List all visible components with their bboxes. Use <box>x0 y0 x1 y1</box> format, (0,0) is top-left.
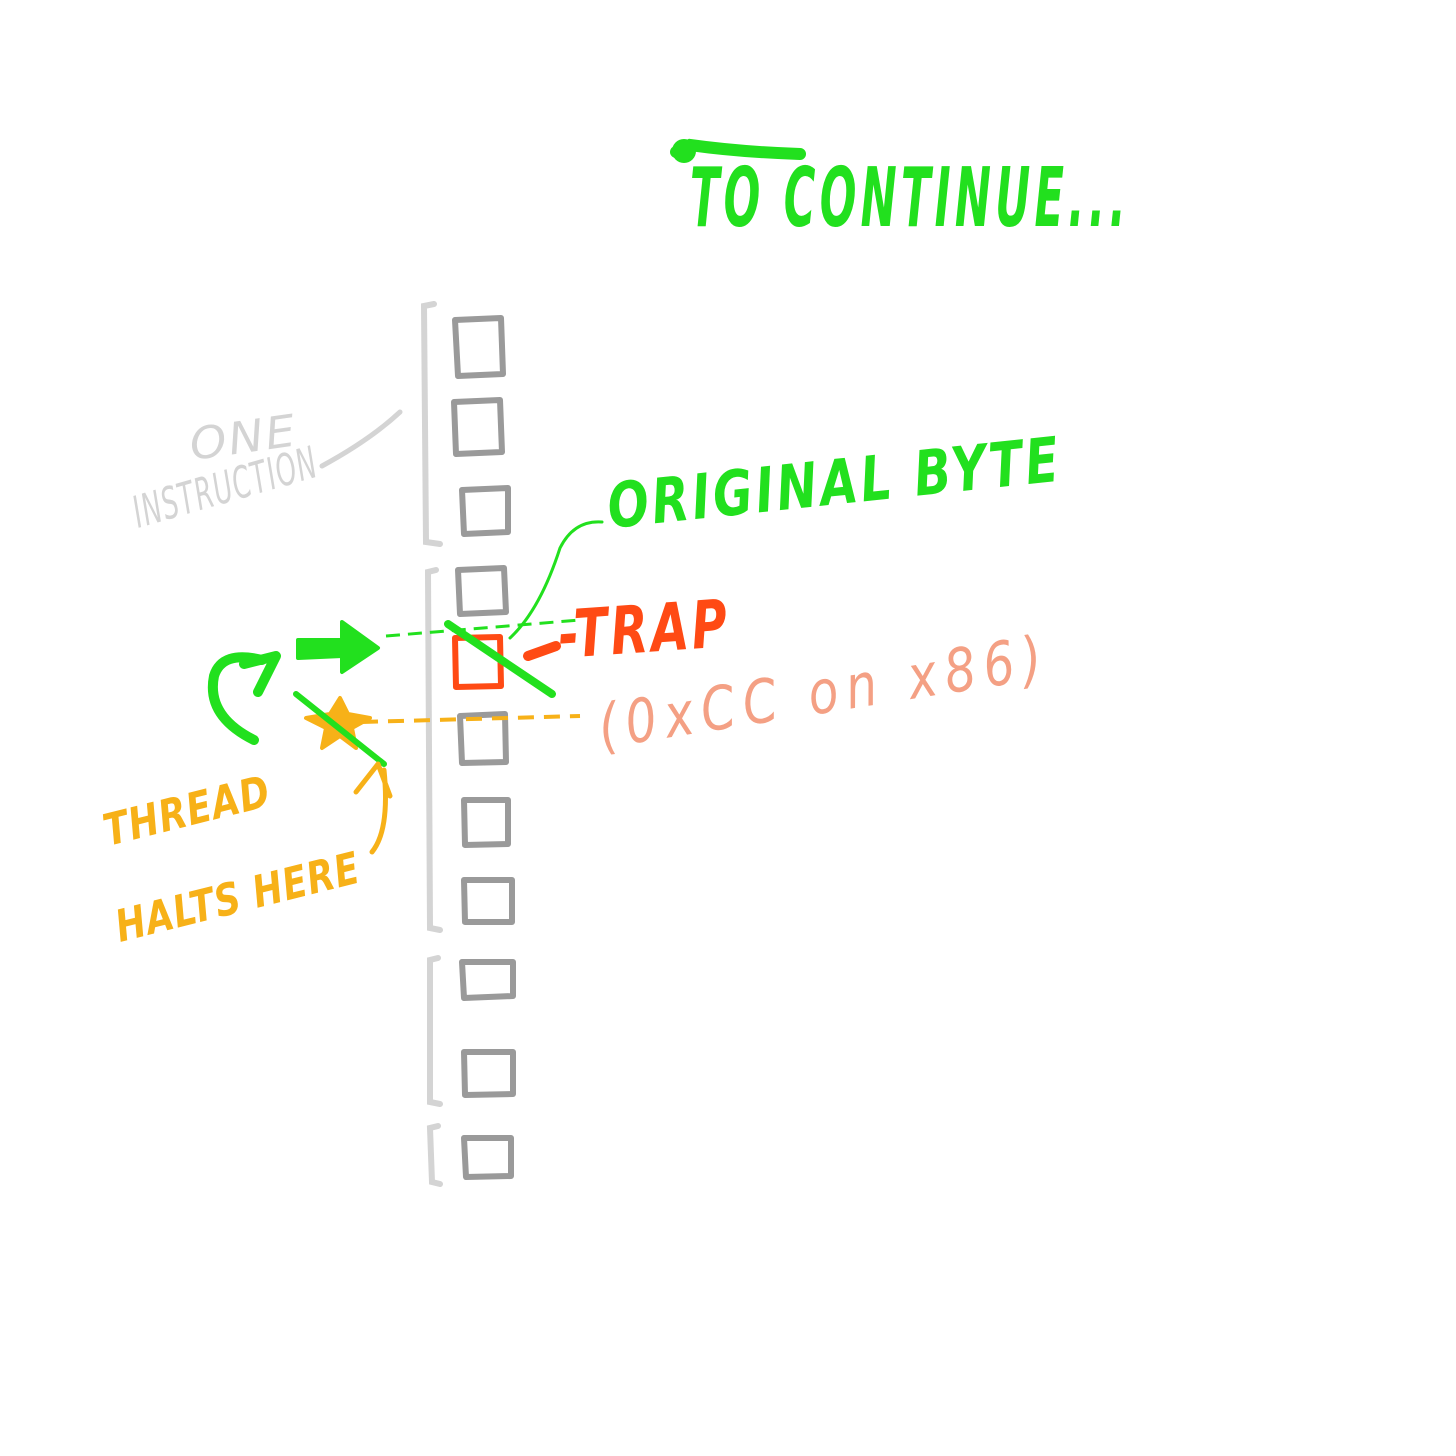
title-group: To Continue... <box>670 138 1130 246</box>
byte-box <box>461 1135 514 1180</box>
byte-box <box>461 1049 516 1098</box>
instruction-bracket <box>424 567 443 933</box>
trap-group: -Trap (0xCC on x86) <box>523 585 1055 763</box>
instruction-label-group: One Instruction <box>127 405 403 539</box>
instruction-bracket <box>427 955 443 1107</box>
instruction-bracket <box>420 301 443 547</box>
pointer-guide-dashed <box>385 618 581 638</box>
byte-column <box>451 315 516 1180</box>
trap-label: -Trap <box>556 585 733 674</box>
trap-byte-box <box>452 634 504 690</box>
strike-through-line <box>444 620 556 698</box>
thread-label-line2: Halts Here <box>110 843 365 953</box>
resume-arrow-group <box>207 618 581 745</box>
trap-dash <box>523 641 561 661</box>
original-byte-leader <box>508 520 604 640</box>
star-strike-line <box>293 691 387 767</box>
thread-label-line1: Thread <box>98 766 275 857</box>
byte-box <box>452 315 506 379</box>
star-icon <box>304 696 372 750</box>
byte-box <box>455 565 509 617</box>
page-title: To Continue... <box>690 151 1130 246</box>
right-arrow-icon <box>296 620 380 674</box>
byte-box <box>461 797 511 848</box>
byte-box <box>461 877 515 925</box>
up-arrow-icon <box>353 761 393 855</box>
instruction-brackets <box>420 301 443 1187</box>
instruction-bracket <box>426 1123 443 1187</box>
byte-box <box>457 711 509 766</box>
thread-halts-group: Thread Halts Here <box>98 761 393 953</box>
original-byte-label: Original Byte <box>604 423 1065 543</box>
byte-box <box>451 397 505 457</box>
byte-box <box>459 959 516 1001</box>
halt-group <box>293 691 581 767</box>
halt-guide-dashed <box>361 714 581 724</box>
curved-arrow-icon <box>207 651 281 745</box>
byte-box <box>459 485 511 537</box>
instruction-pointer-line <box>319 409 403 469</box>
